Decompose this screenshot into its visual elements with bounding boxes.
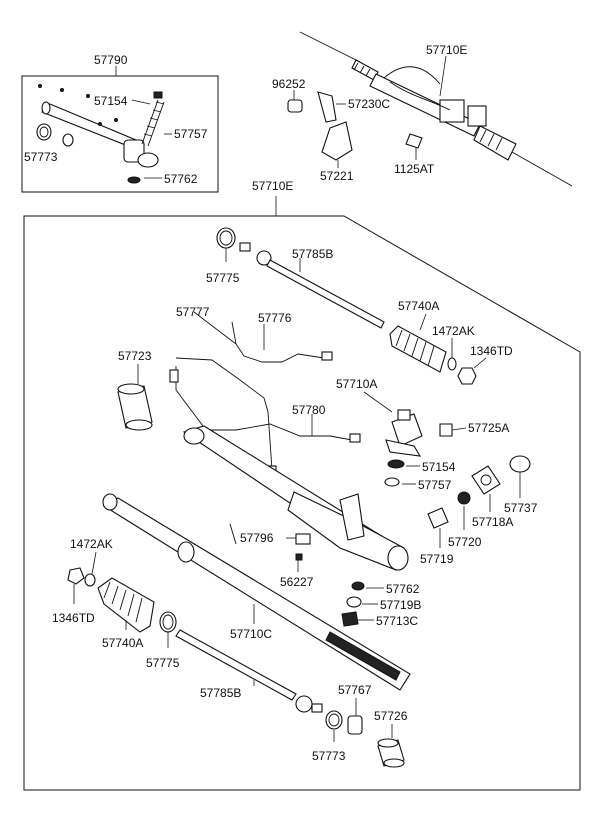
label-57726: 57726 (374, 709, 408, 723)
plate-57718A (471, 465, 501, 495)
bushing-57767 (347, 715, 363, 735)
ring-57773-lower (325, 710, 343, 730)
label-1346TD-lower: 1346TD (52, 611, 95, 625)
label-57154-inset: 57154 (94, 94, 128, 108)
label-57221: 57221 (320, 169, 354, 183)
label-57785B-lower: 57785B (200, 686, 241, 700)
main-frame (23, 196, 581, 791)
label-57725A: 57725A (468, 421, 509, 435)
label-57762-inset: 57762 (164, 172, 198, 186)
label-57776: 57776 (258, 311, 292, 325)
valve-housing (41, 103, 138, 147)
label-57767: 57767 (338, 683, 372, 697)
cap-57737 (509, 455, 531, 473)
label-57740A-lower: 57740A (102, 636, 143, 650)
bolt-56227 (295, 553, 303, 561)
label-57710E-main: 57710E (252, 179, 293, 193)
exploded-view-frame (23, 215, 581, 791)
label-1472AK-lower: 1472AK (70, 537, 113, 551)
ring-1472AK-lower (84, 573, 96, 587)
spring-stack (141, 91, 165, 147)
ring-57757 (384, 477, 400, 487)
label-57773-inset: 57773 (24, 150, 58, 164)
label-57757-inset: 57757 (174, 127, 208, 141)
label-57775-upper: 57775 (206, 271, 240, 285)
clip-57796 (295, 533, 311, 545)
label-57777: 57777 (176, 305, 210, 319)
bolt-57725A (439, 423, 453, 437)
label-57762-main: 57762 (386, 582, 420, 596)
ring-57773 (36, 123, 52, 141)
ring-57154 (387, 459, 405, 469)
fluid-lines (169, 311, 361, 477)
label-57719: 57719 (420, 552, 454, 566)
label-96252: 96252 (272, 77, 306, 91)
gear-housing (102, 425, 411, 691)
label-57719B: 57719B (380, 598, 421, 612)
label-57154-main: 57154 (422, 460, 456, 474)
tie-rod-upper (216, 227, 385, 329)
rack-teeth (325, 631, 401, 681)
label-57723: 57723 (118, 349, 152, 363)
label-57713C: 57713C (376, 614, 418, 628)
label-1472AK-upper: 1472AK (432, 324, 475, 338)
label-57773-lower: 57773 (312, 749, 346, 763)
tie-rod-57785B-lower (175, 629, 297, 701)
tie-rod-lower (175, 629, 405, 768)
label-57720: 57720 (448, 535, 482, 549)
bolt-1125AT (405, 133, 423, 149)
label-56227: 56227 (280, 575, 314, 589)
nut-1346TD-lower (67, 567, 85, 585)
label-1125AT: 1125AT (394, 162, 435, 176)
clamp-57230C (317, 91, 337, 123)
ring-57762 (127, 176, 141, 184)
label-57230C: 57230C (348, 97, 390, 111)
label-57710C: 57710C (230, 627, 272, 641)
boot-57740A-lower (97, 577, 155, 633)
label-57780: 57780 (292, 403, 326, 417)
label-57737: 57737 (504, 501, 538, 515)
label-57775-lower: 57775 (146, 656, 180, 670)
label-57757-main: 57757 (418, 478, 452, 492)
inset-57790 (21, 66, 219, 193)
bracket-parts (287, 90, 423, 168)
boot-lower-group (67, 551, 177, 648)
ring-57762 (351, 581, 365, 591)
label-57785B-upper: 57785B (292, 247, 333, 261)
assembly-overview (299, 31, 573, 187)
label-57718A: 57718A (472, 515, 513, 529)
seal-57719 (427, 507, 449, 529)
label-57740A-upper: 57740A (398, 299, 439, 313)
lower-seals (341, 581, 384, 627)
inset-frame (21, 75, 219, 193)
label-57710A: 57710A (336, 377, 377, 391)
right-seals (427, 455, 531, 548)
clamp-57221 (321, 121, 353, 161)
boot-57740A-upper (389, 325, 447, 373)
boot-upper-group (389, 313, 487, 385)
label-57710E-top: 57710E (426, 43, 467, 57)
valve-57710A (363, 391, 467, 487)
bushing-57723 (117, 364, 153, 431)
label-1346TD-upper: 1346TD (470, 344, 513, 358)
seal-57713C (341, 611, 359, 627)
label-57796: 57796 (240, 531, 274, 545)
tie-rod-57785B-upper (266, 259, 385, 329)
boot-right (473, 125, 517, 161)
seal-57720 (457, 491, 471, 505)
ring-1472AK-upper (447, 357, 457, 371)
bushing-96252 (287, 99, 303, 113)
nut-1346TD-upper (457, 367, 477, 385)
label-57790: 57790 (94, 53, 128, 67)
seal-57719B (346, 596, 362, 608)
